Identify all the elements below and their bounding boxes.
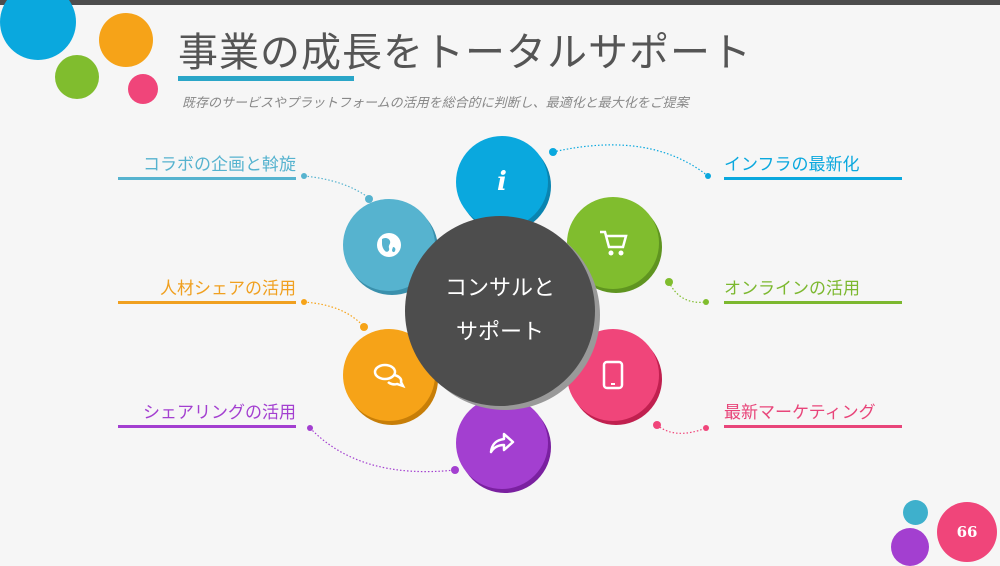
label-sharing: シェアリングの活用 [118,398,296,428]
label-online: オンラインの活用 [724,274,902,304]
top-bar [0,0,1000,5]
globe-icon [377,233,401,257]
decor-circle-green [55,55,99,99]
page-number-badge: 66 [937,502,997,562]
slide-title: 事業の成長をトータルサポート [178,30,752,76]
label-sharing-text: シェアリングの活用 [143,403,296,423]
decor-circle-blue [0,0,76,60]
center-text-line1: コンサルと [444,276,555,301]
label-collab-text: コラボの企画と斡旋 [143,155,296,175]
center-circle: コンサルと サポート [405,216,595,406]
label-talent-text: 人材シェアの活用 [160,279,296,299]
label-online-text: オンラインの活用 [724,279,860,299]
tablet-icon [602,360,624,390]
chat-bubbles-icon [373,363,406,389]
petal-infra: i [456,136,548,228]
decor-circle-teal [903,500,928,525]
title-underline [178,76,354,81]
connector-infra [552,144,709,177]
shopping-cart-icon [600,230,628,256]
share-arrow-icon [489,432,515,454]
connector-marketing [656,424,707,434]
connector-collab [303,175,370,199]
slide-subtitle: 既存のサービスやプラットフォームの活用を総合的に判断し、最適化と最大化をご提案 [182,96,689,111]
connector-sharing [309,427,456,473]
center-text-line2: サポート [455,320,544,345]
label-marketing-text: 最新マーケティング [724,403,876,423]
label-collab: コラボの企画と斡旋 [118,150,296,180]
connector-talent [303,301,365,328]
page-number: 66 [956,523,978,541]
label-infra-text: インフラの最新化 [724,155,860,175]
connector-online [668,281,707,303]
label-talent: 人材シェアの活用 [118,274,296,304]
decor-circle-orange [99,13,153,67]
petal-sharing [456,397,548,489]
label-marketing: 最新マーケティング [724,398,902,428]
label-infra: インフラの最新化 [724,150,902,180]
decor-circle-purple [891,528,929,566]
decor-circle-pink [128,74,158,104]
info-icon: i [497,167,507,197]
